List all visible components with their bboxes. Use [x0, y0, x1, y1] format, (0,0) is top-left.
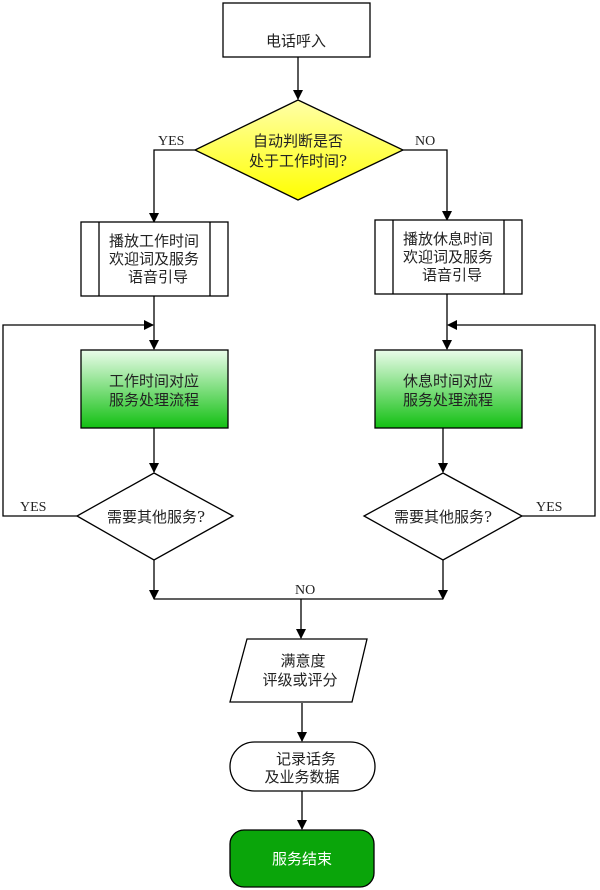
- node-start: 电话呼入: [222, 2, 371, 58]
- edge-right-yes-loop: [447, 320, 596, 517]
- label-left-yes: YES: [20, 500, 46, 515]
- node-proc-work: 工作时间对应 服务处理流程: [80, 349, 229, 429]
- node-proc-work-line1: 工作时间对应: [109, 372, 199, 390]
- label-right-yes: YES: [536, 500, 562, 515]
- label-worktime-no: NO: [415, 134, 435, 149]
- node-proc-rest: 休息时间对应 服务处理流程: [374, 349, 523, 429]
- node-need-more-left-text: 需要其他服务?: [107, 508, 205, 526]
- node-decision-worktime-line1: 自动判断是否: [253, 132, 343, 150]
- node-record: 记录话务 及业务数据: [229, 741, 376, 792]
- node-play-work-line2: 欢迎词及服务: [109, 250, 199, 268]
- node-end-text: 服务结束: [272, 850, 332, 868]
- label-merge-no: NO: [295, 583, 315, 598]
- edge-decision-yes: [149, 149, 195, 223]
- label-worktime-yes: YES: [158, 134, 184, 149]
- node-rating-line1: 满意度: [280, 652, 325, 670]
- node-rating: 满意度 评级或评分: [229, 638, 368, 703]
- node-record-line1: 记录话务: [276, 750, 336, 768]
- node-play-rest-line2: 欢迎词及服务: [403, 248, 493, 266]
- node-rating-line2: 评级或评分: [262, 671, 337, 689]
- node-play-rest: 播放休息时间 欢迎词及服务 语音引导: [374, 219, 523, 295]
- edge-left-yes-loop: [2, 320, 154, 517]
- node-end: 服务结束: [229, 829, 375, 888]
- edge-decision-no: [401, 149, 452, 221]
- node-play-work-line1: 播放工作时间: [109, 232, 199, 250]
- node-decision-worktime-line2: 处于工作时间?: [249, 152, 347, 170]
- node-need-more-left: 需要其他服务?: [75, 472, 235, 561]
- node-proc-rest-line1: 休息时间对应: [403, 372, 493, 390]
- node-decision-worktime: 自动判断是否 处于工作时间?: [193, 99, 405, 201]
- node-play-work: 播放工作时间 欢迎词及服务 语音引导: [80, 221, 229, 297]
- node-proc-rest-line2: 服务处理流程: [403, 391, 493, 409]
- node-need-more-right-text: 需要其他服务?: [394, 508, 492, 526]
- node-play-work-line3: 语音引导: [128, 268, 188, 286]
- connectors: [2, 57, 596, 830]
- node-play-rest-line3: 语音引导: [422, 266, 482, 284]
- node-record-line2: 及业务数据: [264, 768, 339, 786]
- node-play-rest-line1: 播放休息时间: [403, 230, 493, 248]
- node-need-more-right: 需要其他服务?: [362, 472, 524, 561]
- node-proc-work-line2: 服务处理流程: [109, 391, 199, 409]
- node-start-text: 电话呼入: [266, 32, 326, 50]
